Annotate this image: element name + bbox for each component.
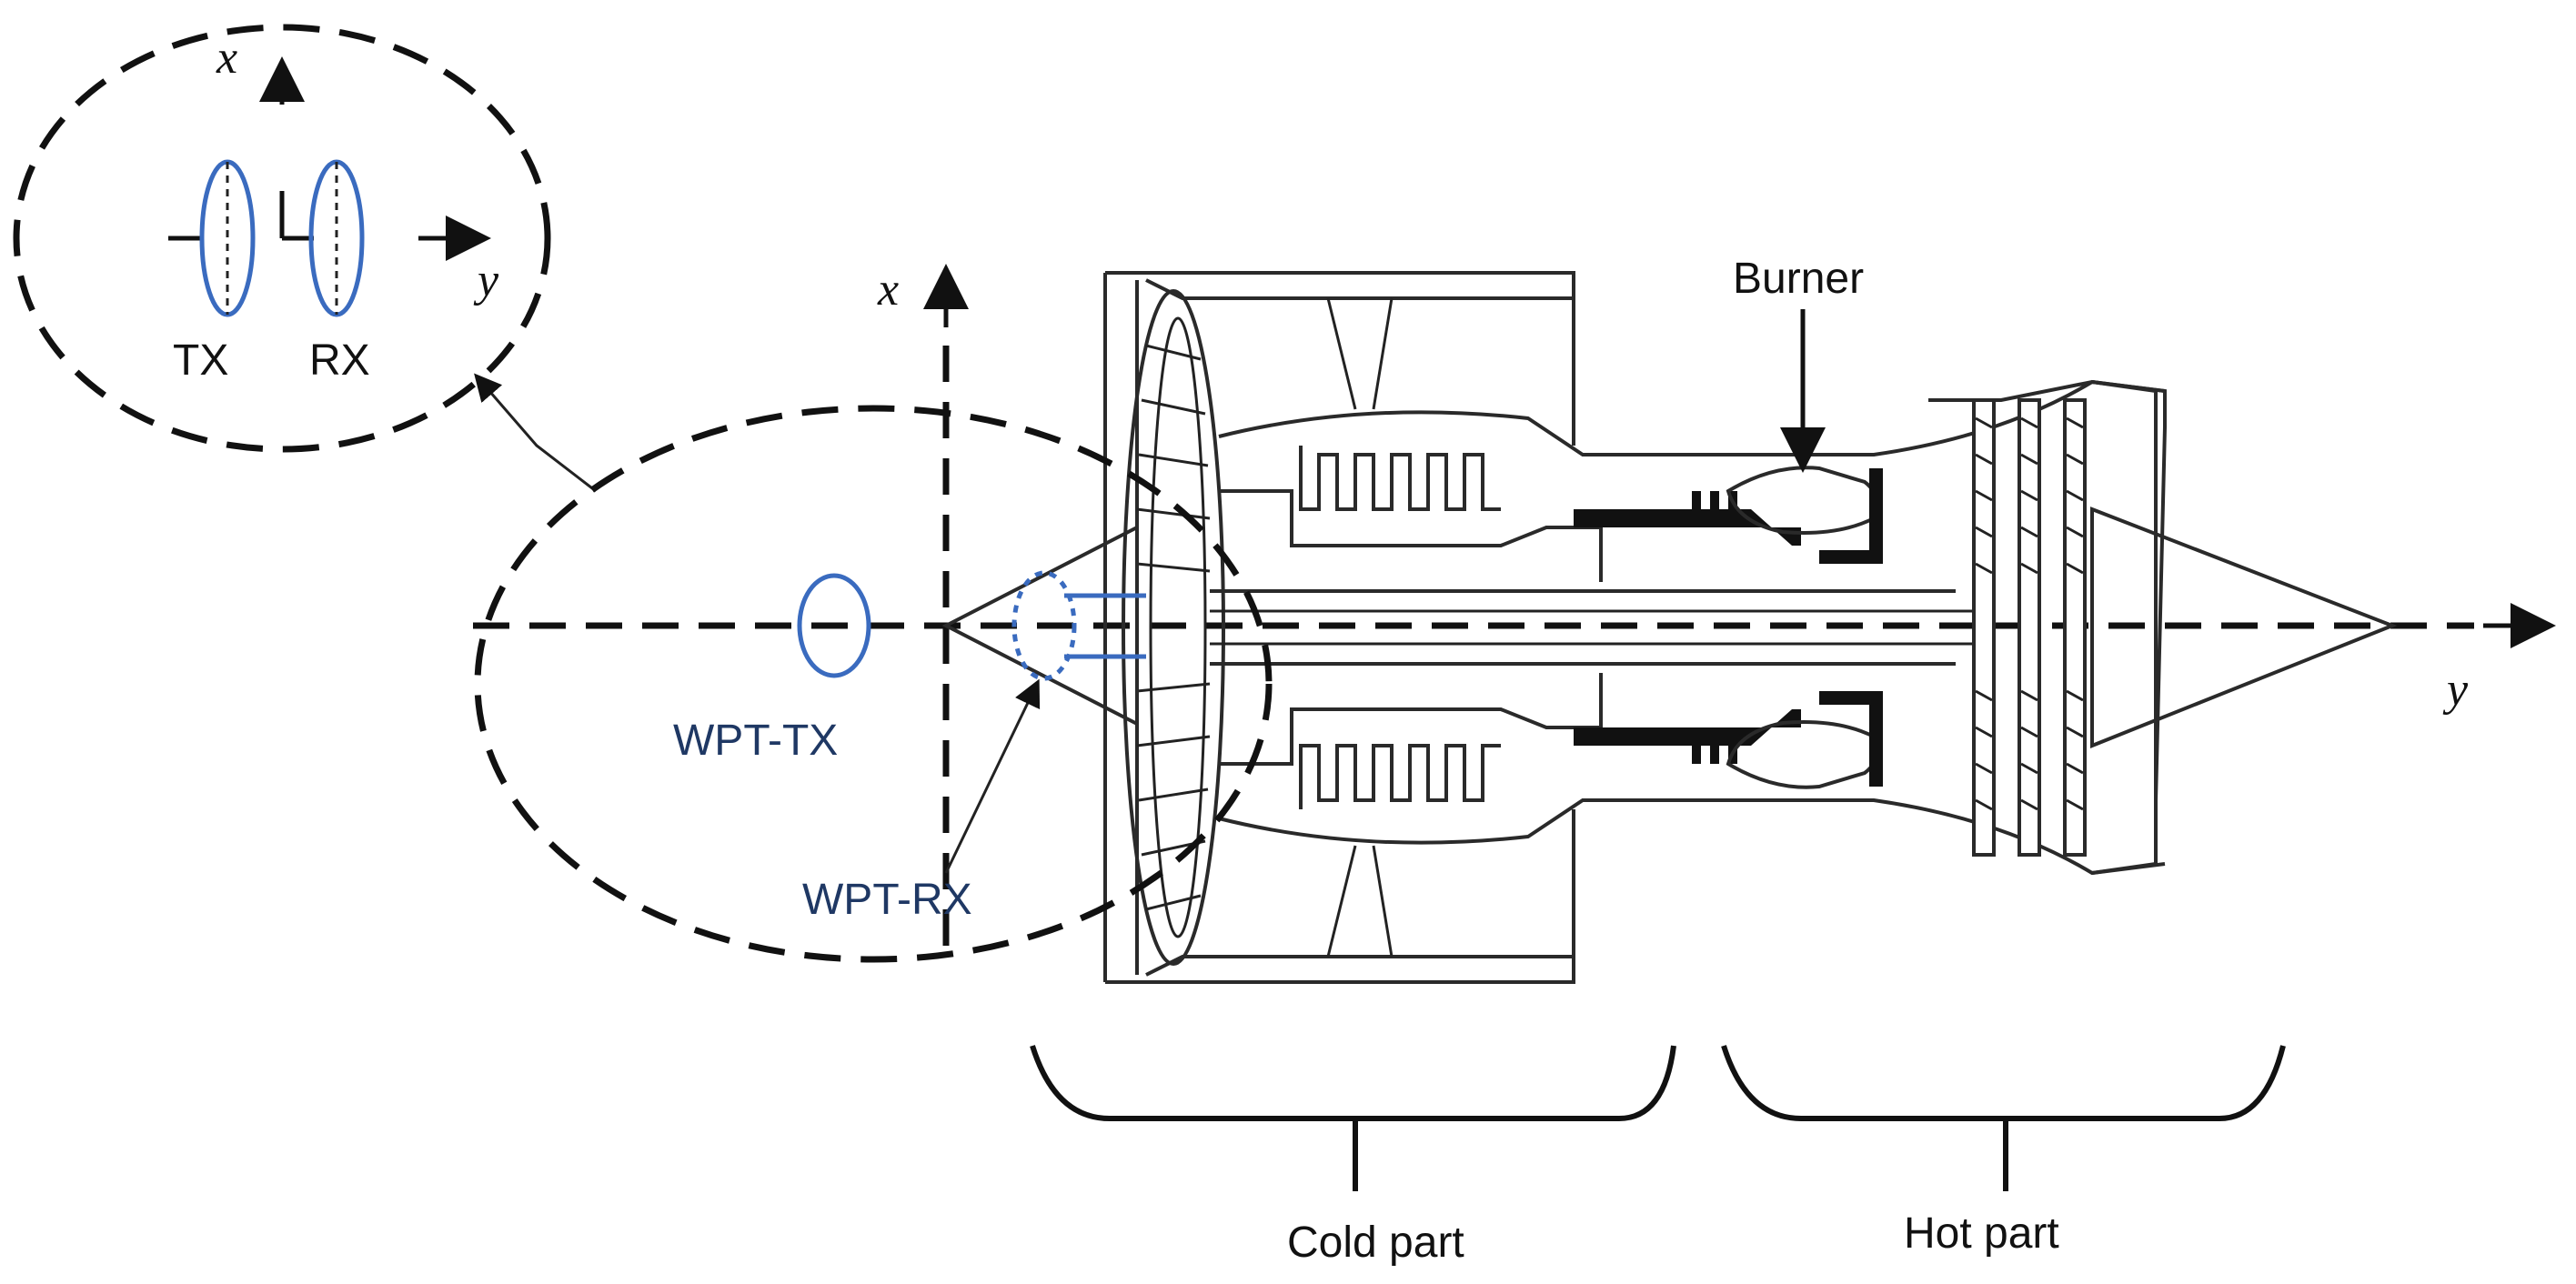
hp-compressor-top [1574, 491, 1801, 546]
strut-top-2 [1372, 297, 1394, 410]
burner-liner-top [1819, 468, 1883, 564]
fan-blades [1136, 344, 1211, 911]
tail-cone [2090, 507, 2398, 748]
hot-part-label: Hot part [1904, 1209, 2059, 1258]
spinner-cone [941, 524, 1139, 727]
nacelle-bottom [1105, 955, 1575, 984]
lp-compressor-bottom [1299, 744, 1501, 809]
turbine-stage-1 [1972, 398, 1996, 857]
wpt-rx-coil [1011, 570, 1077, 681]
inset-connector-line [474, 373, 597, 493]
hp-compressor-bottom [1574, 709, 1801, 764]
burner-label: Burner [1733, 255, 1864, 303]
main-y-axis-label: y [2442, 664, 2469, 716]
wpt-rx-label: WPT-RX [802, 876, 972, 924]
main-x-axis-label: x [877, 264, 899, 316]
turbine-stage-3 [2063, 398, 2087, 857]
exhaust-top [1928, 379, 2167, 801]
nacelle-top [1105, 271, 1575, 300]
cold-part-label: Cold part [1287, 1219, 1464, 1267]
turbofan-engine [941, 271, 2398, 984]
wpt-tx-coil [797, 573, 871, 678]
inset-tx-label: TX [173, 336, 228, 385]
strut-bottom-2 [1372, 845, 1394, 958]
strut-top [1326, 297, 1357, 410]
hot-part-brace [1721, 1045, 2286, 1191]
inset-y-axis-label: y [473, 255, 499, 306]
inset-x-axis-label: x [216, 32, 237, 84]
turbine-hatching [1975, 416, 2084, 811]
fan-disc [1122, 289, 1225, 966]
cold-part-brace [1030, 1045, 1676, 1191]
inset-detail: x y TX RX [13, 24, 551, 453]
inset-rx-label: RX [309, 336, 370, 385]
fan-disc-inner [1149, 316, 1207, 938]
wpt-region-ellipse [474, 405, 1273, 963]
burner-liner-bottom [1819, 691, 1883, 787]
turbine-stages [1972, 398, 2087, 857]
wpt-rx-pointer [944, 678, 1041, 874]
turbine-stage-2 [2018, 398, 2041, 857]
inset-dashed-ellipse [13, 24, 551, 453]
lp-compressor-top [1299, 446, 1501, 511]
exhaust-case [2091, 380, 2158, 875]
strut-bottom [1326, 845, 1357, 958]
wpt-tx-label: WPT-TX [673, 717, 838, 765]
